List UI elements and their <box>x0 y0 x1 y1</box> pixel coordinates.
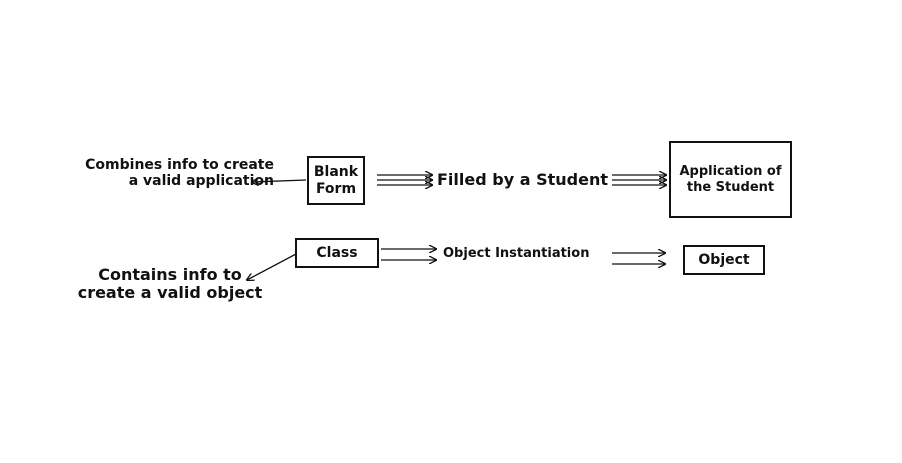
double-arrow-class-to-instantiation <box>381 249 436 260</box>
blank-form-line1: Blank <box>313 163 359 180</box>
blank-form-line2: Form <box>315 180 357 197</box>
row2-left-note-line1: Contains info to <box>98 265 242 284</box>
class-box: Class <box>295 238 379 268</box>
row1-left-note-line1: Combines info to create <box>85 157 274 173</box>
filled-by-student-label: Filled by a Student <box>437 170 608 189</box>
class-label: Class <box>316 244 358 261</box>
double-arrow-instantiation-to-object <box>612 253 665 264</box>
object-instantiation-label: Object Instantiation <box>443 246 590 261</box>
object-box: Object <box>683 245 765 275</box>
arrow-form-to-note <box>252 180 307 182</box>
double-arrow-filled-to-application <box>612 175 666 185</box>
row1-left-note: Combines info to create a valid applicat… <box>85 157 274 189</box>
application-box: Application of the Student <box>669 141 792 218</box>
blank-form-box: Blank Form <box>307 156 365 205</box>
double-arrow-form-to-filled <box>377 175 432 185</box>
row2-left-note: Contains info to create a valid object <box>66 265 274 303</box>
object-label: Object <box>698 251 750 268</box>
row2-left-note-line2: create a valid object <box>77 283 263 303</box>
arrow-class-to-note <box>247 253 297 280</box>
application-line2: the Student <box>686 179 775 195</box>
application-line1: Application of <box>679 163 782 179</box>
row1-left-note-line2: a valid application <box>128 173 274 190</box>
